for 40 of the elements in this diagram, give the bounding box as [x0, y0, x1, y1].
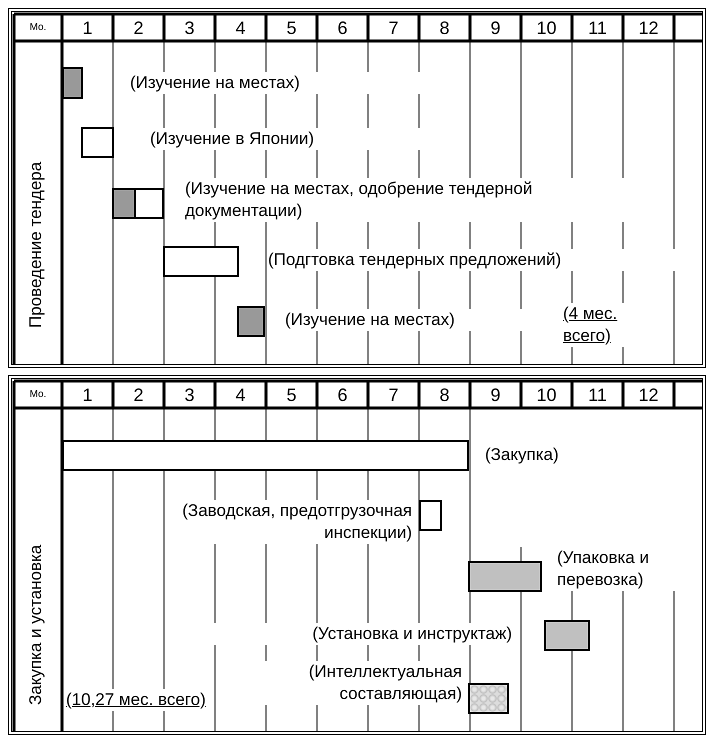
duration-note: (10,27 мес. всего) — [66, 689, 206, 711]
gantt-bar — [544, 620, 590, 651]
month-number: 4 — [234, 384, 246, 407]
month-number: 2 — [132, 17, 144, 40]
gantt-bar — [62, 440, 469, 471]
month-number: 6 — [336, 384, 348, 407]
gantt-bar — [81, 127, 114, 158]
month-number: 1 — [81, 17, 94, 40]
gantt-bar — [163, 246, 239, 277]
section-title: Закупка и установка — [26, 544, 46, 705]
month-number: 8 — [438, 384, 450, 407]
gantt-bar — [62, 67, 83, 99]
month-number: 9 — [489, 384, 502, 407]
month-number: 10 — [535, 384, 558, 407]
month-number: 2 — [132, 384, 144, 407]
month-number: 12 — [637, 384, 660, 407]
month-number: 3 — [183, 17, 196, 40]
gantt-bar — [112, 188, 164, 219]
task-label: (Заводская, предотгрузочная инспекции) — [180, 500, 412, 544]
gantt-bar — [468, 683, 509, 714]
month-number: 6 — [336, 17, 348, 40]
month-number: 11 — [587, 384, 608, 407]
month-number: 10 — [535, 17, 558, 40]
month-number: 8 — [438, 17, 450, 40]
gantt-bar — [468, 561, 542, 592]
month-number: 9 — [489, 17, 502, 40]
gantt-bar — [237, 306, 265, 337]
month-number: 4 — [234, 17, 246, 40]
month-number: 11 — [587, 17, 608, 40]
month-number: 5 — [285, 384, 298, 407]
column-header: Mo. — [28, 388, 48, 402]
section-title: Проведение тендера — [26, 162, 46, 328]
month-number: 1 — [81, 384, 94, 407]
month-number: 7 — [387, 17, 400, 40]
month-number: 3 — [183, 384, 196, 407]
column-header: Mo. — [28, 21, 48, 35]
month-number: 12 — [637, 17, 660, 40]
gantt-bar — [419, 500, 442, 531]
month-number: 5 — [285, 17, 298, 40]
month-number: 7 — [387, 384, 400, 407]
